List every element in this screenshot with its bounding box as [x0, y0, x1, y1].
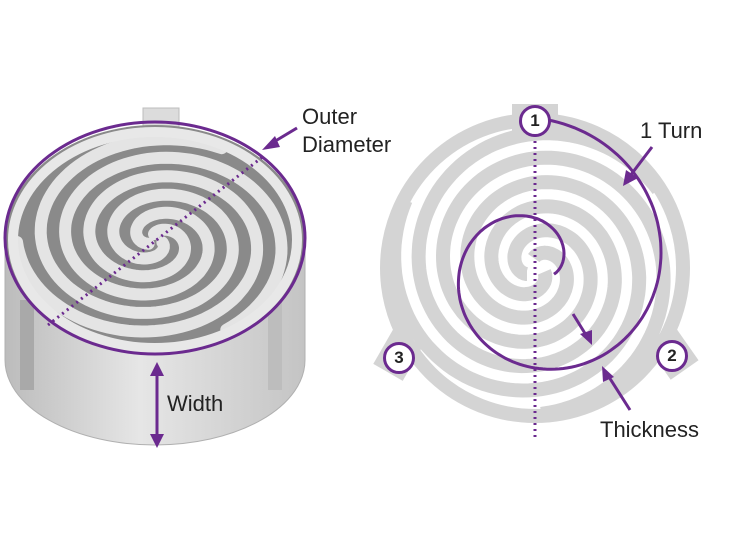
width-label: Width	[167, 391, 224, 416]
cylinder-rib-right	[268, 300, 282, 390]
cylinder-top-tab	[142, 107, 180, 129]
outer-diameter-ellipse	[3, 120, 307, 356]
spiral-top-view	[373, 104, 699, 440]
outer-diameter-label-line1: Outer	[302, 104, 358, 129]
diameter-dotted-line	[47, 153, 266, 327]
thickness-arrowhead-inner	[580, 330, 592, 345]
outer-diameter-arrowhead	[262, 136, 280, 150]
badge-1: 1	[519, 105, 551, 137]
turn-arrowhead	[623, 170, 638, 186]
turn-arrow-line	[628, 146, 654, 177]
thickness-arrowhead-outer	[602, 366, 614, 382]
cylinder-rib-left	[20, 300, 34, 390]
badge-2: 2	[656, 340, 688, 372]
width-arrowhead-bottom	[150, 434, 164, 448]
badge-3: 3	[383, 342, 415, 374]
one-turn-path	[456, 116, 663, 371]
cylinder-3d	[3, 107, 307, 448]
outer-diameter-label-line2: Diameter	[302, 132, 392, 157]
width-arrowhead-top	[150, 362, 164, 376]
one-turn-label: 1 Turn	[640, 118, 703, 143]
thickness-label: Thickness	[600, 417, 700, 442]
spiral-arms	[387, 126, 671, 421]
cylinder-rim	[8, 127, 302, 353]
thickness-arrow-outer-line	[607, 376, 632, 411]
thickness-arrow-inner-line	[571, 313, 588, 336]
cylinder-spiral-walls	[11, 133, 288, 338]
